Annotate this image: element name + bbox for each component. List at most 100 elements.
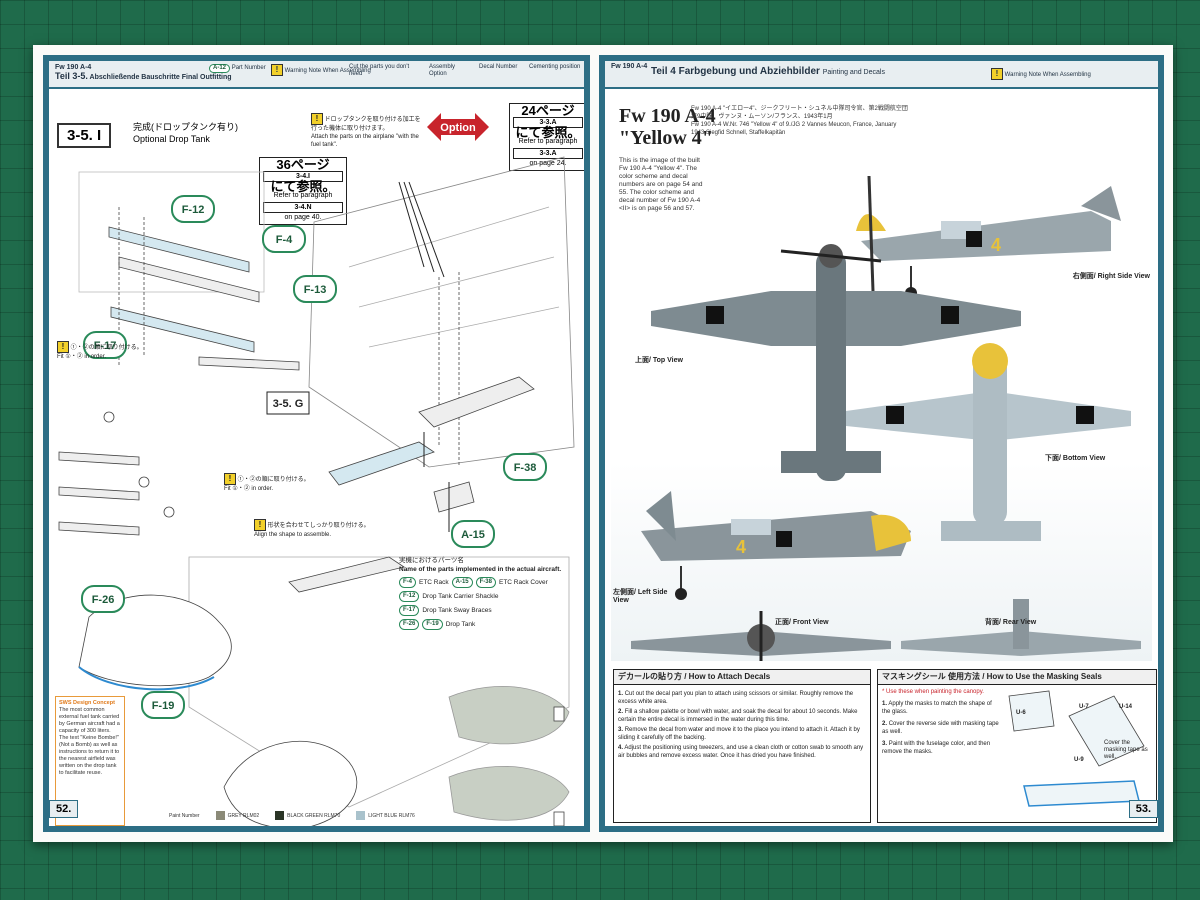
model-name: Fw 190 A-4 (611, 63, 648, 70)
instruction-sheet: Fw 190 A-4 Teil 3-5. Abschließende Bausc… (33, 45, 1173, 842)
paint-chip-black-green: BLACK GREEN RLM70 (275, 811, 340, 820)
masking-step: Cover the reverse side with masking tape… (882, 721, 999, 735)
ref-en: Refer to paragraph (273, 192, 333, 199)
part-badge: F-38 (475, 577, 496, 588)
page-number-left: 52. (49, 800, 79, 818)
paint-legend: Paint Number GREY RLM02 BLACK GREEN RLM7… (169, 811, 415, 820)
left-side-view-label: 左側面/ Left Side View (613, 589, 668, 604)
ref-jp: にて参照。 (515, 125, 581, 140)
legend-warning: ! Warning Note When Assembling (271, 64, 371, 76)
callout-f17: F-17 (83, 331, 127, 359)
left-header-title: Fw 190 A-4 Teil 3-5. Abschließende Bausc… (55, 64, 232, 81)
right-header-title: Fw 190 A-4 (611, 63, 647, 70)
ref-box-36: 36ページ 3-4.I にて参照。 Refer to paragraph 3-4… (259, 157, 347, 225)
desc-note: This is the image of the built Fw 190 A-… (619, 157, 703, 212)
teil-title: Teil 4 Farbgebung und Abziehbilder Paint… (651, 66, 885, 77)
left-side-aircraft: 4 (641, 491, 911, 600)
option-note: ! ドロップタンクを取り付ける加工を行った機体に取り付けます。 Attach t… (311, 113, 421, 149)
ref-en-step: 3-3.A (513, 148, 583, 159)
masking-note: * Use these when painting the canopy. (882, 689, 984, 695)
step-number: 3-5. I (57, 123, 112, 148)
parts-legend: 実機におけるパーツ名 Name of the parts implemented… (399, 556, 561, 633)
legend-label: Cut the parts you don't need (349, 64, 410, 77)
order-note-en: Fit ①・② in order. (57, 354, 107, 360)
bottom-view-aircraft (846, 343, 1131, 541)
order-note-2: ! ①・②の順に取り付ける。 Fit ①・② in order. (224, 473, 344, 493)
step-ref-label: 3-5. G (273, 398, 304, 410)
paint-chip-light-blue: LIGHT BLUE RLM76 (356, 811, 415, 820)
part-badge: F-26 (399, 619, 420, 630)
top-view-aircraft (651, 244, 1021, 481)
decal-step: Fill a shallow palette or bowl with wate… (618, 709, 858, 723)
decal-instructions-header: デカールの貼り方 / How to Attach Decals (614, 670, 870, 685)
part-number: F-4 (276, 234, 293, 246)
paint-label: LIGHT BLUE RLM76 (368, 812, 415, 819)
legend-label: Part Number (231, 65, 266, 71)
teil-number: Teil 3-5. (55, 71, 88, 81)
masking-diagram: U-6 U-7 U-14 U-9 (1008, 690, 1145, 807)
callout-a15: A-15 (451, 520, 495, 548)
legend-cut: Cut the parts you don't need (349, 64, 419, 78)
ref-page: 36ページ (276, 157, 330, 172)
legend-label: Assembly Option (429, 64, 456, 77)
order-note-jp: ①・②の順に取り付ける。 (237, 477, 310, 483)
warning-icon: ! (271, 64, 283, 76)
design-concept-box: SWS Design Concept The most common exter… (55, 696, 125, 826)
parts-legend-label: Drop Tank (445, 621, 476, 628)
ref-step: 3-3.A (513, 117, 583, 128)
warning-icon: ! (991, 68, 1003, 80)
left-page: Fw 190 A-4 Teil 3-5. Abschließende Bausc… (43, 55, 590, 832)
part-badge-icon: A-12 (209, 64, 231, 73)
paint-label: GREY RLM02 (227, 812, 260, 819)
decal-step: Remove the decal from water and move it … (618, 727, 860, 741)
parts-legend-label: ETC Rack Cover (498, 579, 548, 586)
ref-step: 3-4.I (263, 171, 343, 182)
teil-title-de: Abschließende Bauschritte (89, 74, 180, 81)
aircraft-desc: Fw 190 A-4 "イエロー4"、ジークフリート・シュネル中隊司令官、第2戦… (691, 105, 911, 137)
right-side-view-label: 右側面/ Right Side View (1072, 273, 1150, 280)
decal-step: Adjust the positioning using tweezers, a… (618, 745, 864, 759)
aircraft-name: Fw 190 A-4 (619, 105, 716, 127)
part-badge: F-17 (399, 605, 420, 616)
front-view-label: 正面/ Front View (775, 619, 829, 626)
left-header: Fw 190 A-4 Teil 3-5. Abschließende Bausc… (49, 61, 584, 89)
aircraft-title: Fw 190 A-4 "Yellow 4" (619, 105, 716, 149)
paint-swatch (275, 811, 285, 820)
part-number: F-26 (92, 594, 115, 606)
part-badge: A-15 (451, 577, 473, 588)
legend-part-number: A-12 Part Number (209, 64, 266, 73)
ref-jp: にて参照。 (270, 179, 336, 194)
decal-step: Cut out the decal part you plan to attac… (618, 691, 854, 705)
callout-f13: F-13 (293, 275, 337, 303)
svg-text:4: 4 (991, 235, 1001, 255)
warning-icon: ! (224, 473, 236, 485)
parts-legend-title-jp: 実機におけるパーツ名 (399, 557, 464, 564)
step-title-en: Optional Drop Tank (133, 134, 210, 144)
parts-legend-label: Drop Tank Sway Braces (422, 607, 492, 614)
page-number-right: 53. (1128, 800, 1158, 818)
legend-cement: Cementing position (529, 64, 581, 71)
paint-label: BLACK GREEN RLM70 (287, 812, 341, 819)
option-arrow-icon: Option (427, 113, 489, 141)
shape-note-jp: 形状を合わせてしっかり取り付ける。 (267, 523, 370, 529)
paint-swatch (215, 811, 225, 820)
svg-text:4: 4 (736, 537, 746, 557)
aircraft-views: 4 (631, 175, 1141, 661)
step-title: 完成(ドロップタンク有り) Optional Drop Tank (133, 121, 238, 145)
callout-f19: F-19 (141, 691, 185, 719)
part-badge: F-4 (399, 577, 416, 588)
ref-en-page: on page 40. (284, 214, 322, 221)
concept-title: SWS Design Concept (59, 700, 115, 706)
top-view-label: 上面/ Top View (635, 357, 683, 364)
legend-decal: Decal Number (479, 64, 519, 71)
parts-legend-label: Drop Tank Carrier Shackle (422, 593, 499, 600)
option-label: Option (440, 122, 476, 134)
option-note-en: Attach the parts on the airplane "with t… (311, 134, 419, 148)
legend-option: Assembly Option (429, 64, 469, 78)
parts-legend-label: ETC Rack (419, 579, 449, 586)
rear-view-label: 背面/ Rear View (985, 619, 1037, 626)
ref-en-page: on page 24. (529, 160, 567, 167)
model-name: Fw 190 A-4 (55, 64, 92, 71)
legend-label: Decal Number (479, 64, 518, 70)
